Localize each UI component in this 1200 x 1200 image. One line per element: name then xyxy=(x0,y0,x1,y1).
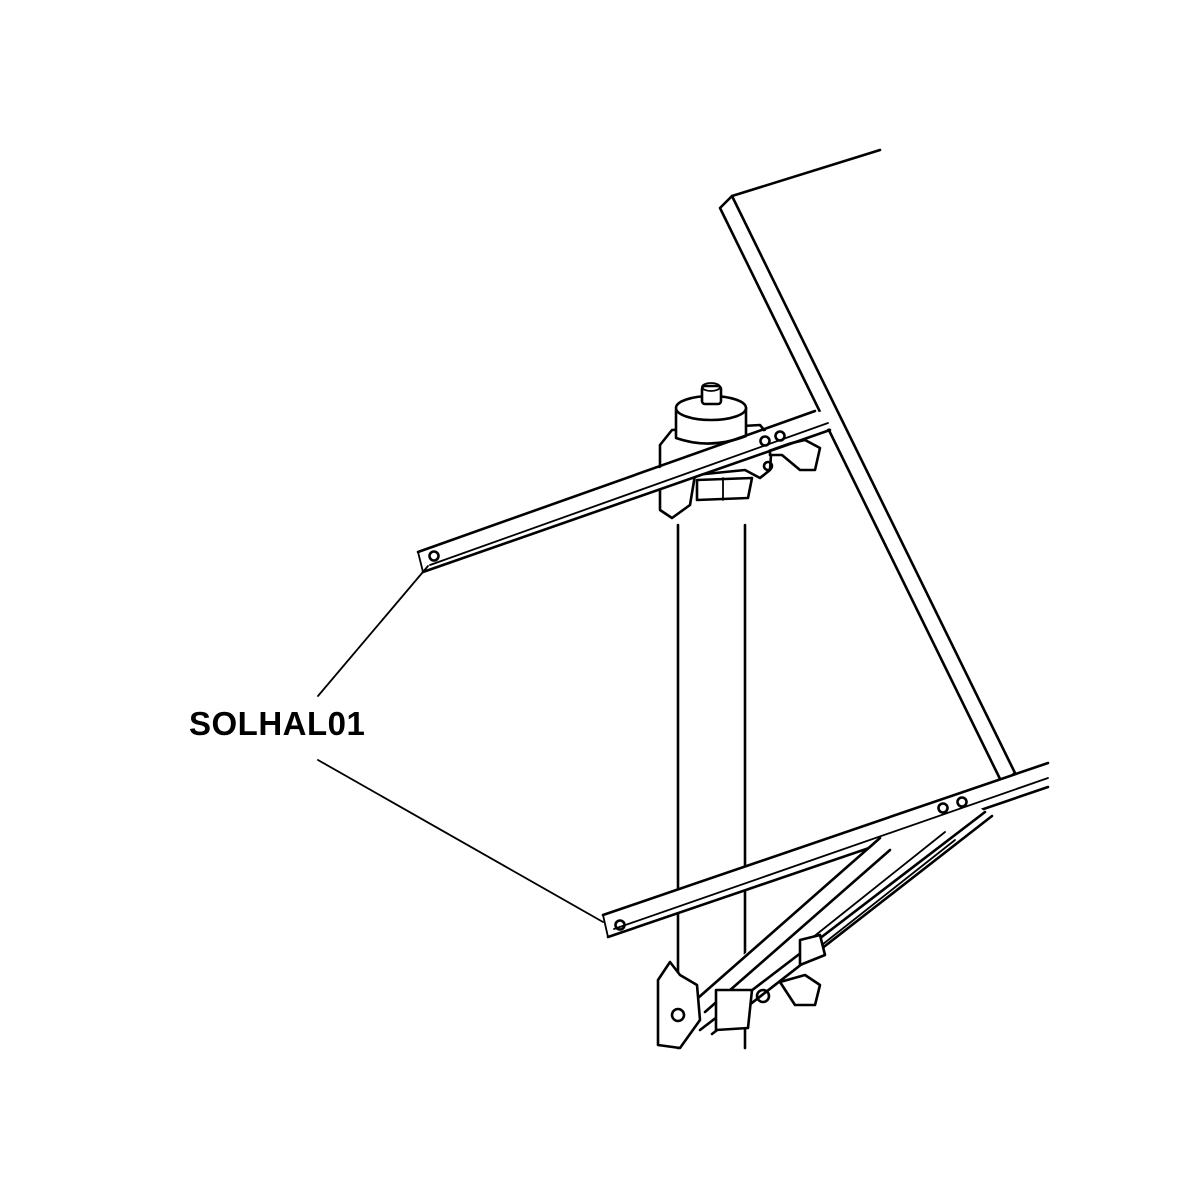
solar-panel xyxy=(718,148,1048,785)
part-number-label: SOLHAL01 xyxy=(189,705,366,742)
upper-clamp xyxy=(658,382,822,520)
diagonal-support-struts xyxy=(688,808,994,1036)
callout-leaders xyxy=(317,565,604,923)
upper-rail xyxy=(416,409,832,574)
lower-clamp xyxy=(656,960,822,1050)
